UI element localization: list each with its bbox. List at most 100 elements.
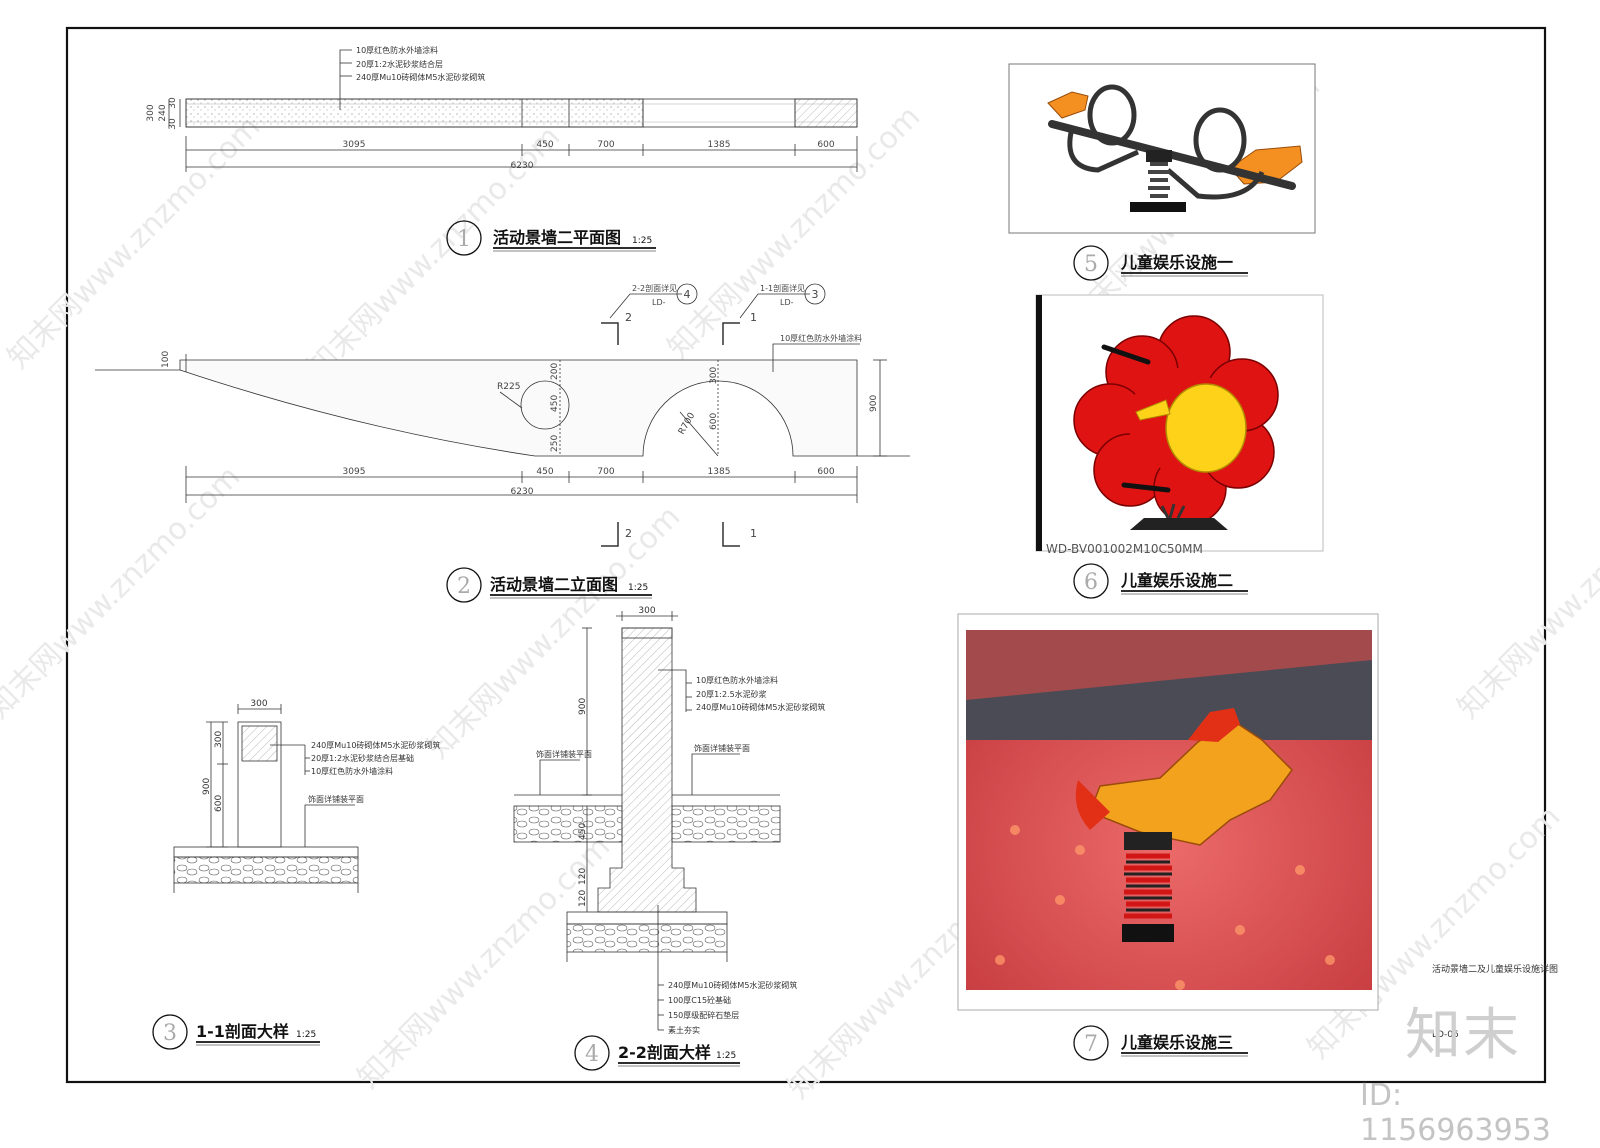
elevation-ref-2-mark-top: 2 [625, 311, 632, 324]
watermark-3: 知末网www.znzmo.com [661, 99, 927, 365]
section-2-note-top-2: 20厚1:2.5水泥砂浆 [696, 689, 767, 699]
elevation-ref-1-circle: 3 [812, 288, 819, 301]
title-7-num: 7 [1084, 1032, 1098, 1057]
section-1-drawing [173, 704, 359, 893]
plan-wall-hatched-b [794, 98, 858, 128]
watermark-10: 知末网www.znzmo.com [1451, 459, 1600, 725]
plan-drawing [168, 49, 858, 172]
title-3: 3 1-1剖面大样 1:25 [152, 1014, 320, 1050]
elevation-left-h: 100 [161, 351, 171, 368]
section-2-gravel-left [513, 805, 623, 843]
section-2-footing-dim-3: 120 [578, 890, 588, 907]
elevation-labels: 2-2剖面详见 LD- 4 2 2 1-1剖面详见 LD- 3 1 1 10厚红… [161, 283, 879, 540]
plan-notes: 10厚红色防水外墙涂料 20厚1:2水泥砂浆结合层 240厚Mu10砖砌体M5水… [356, 45, 485, 82]
elevation-finish-note: 10厚红色防水外墙涂料 [780, 333, 862, 343]
title-1-num: 1 [457, 227, 471, 252]
title-6-text: 儿童娱乐设施二 [1120, 571, 1233, 590]
section-2-top-dim: 300 [638, 606, 655, 616]
title-5-num: 5 [1084, 252, 1098, 277]
elevation-ref-1-mark-bottom: 1 [750, 527, 757, 540]
photo-spring-horse [957, 613, 1379, 1011]
title-3-circle [152, 1014, 188, 1050]
section-1-labels: 300 300 600 900 240厚Mu10砖砌体M5水泥砂浆砌筑 20厚1… [202, 699, 440, 812]
section-1-note-3: 10厚红色防水外墙涂料 [311, 766, 393, 776]
section-2-height-dim: 900 [578, 698, 588, 715]
section-2-footing-dim-2: 120 [578, 868, 588, 885]
title-1-circle [446, 220, 482, 256]
sheet-frame [65, 26, 1547, 1084]
elevation-dim-4: 1385 [708, 467, 731, 477]
section-1-dim-2: 600 [214, 795, 224, 812]
title-4-num: 4 [585, 1042, 599, 1067]
watermark-5: 知末网www.znzmo.com [0, 459, 247, 725]
section-2-note-bottom-3: 150厚级配碎石垫层 [668, 1010, 739, 1020]
title-7-circle [1073, 1025, 1109, 1061]
elevation-r700: R700 [677, 411, 698, 437]
plan-dim-total: 6230 [511, 161, 534, 171]
section-1-dim-1: 300 [214, 731, 224, 748]
elevation-dim-1: 3095 [343, 467, 366, 477]
title-3-scale: 1:25 [296, 1030, 316, 1040]
title-2: 2 活动景墙二立面图 1:25 [446, 567, 652, 603]
elevation-ref-2-mark-bottom: 2 [625, 527, 632, 540]
elevation-circle-dim-2: 450 [550, 395, 560, 412]
elevation-r225: R225 [497, 382, 520, 392]
section-2-paving-right: 饰面详铺装平面 [694, 743, 750, 753]
photo-seesaw [1008, 63, 1316, 234]
title-5-circle [1073, 245, 1109, 281]
title-1-text: 活动景墙二平面图 [493, 228, 621, 247]
plan-dim-4: 1385 [708, 140, 731, 150]
title-1-scale: 1:25 [632, 236, 652, 246]
section-2-note-bottom-1: 240厚Mu10砖砌体M5水泥砂浆砌筑 [668, 980, 797, 990]
elevation-arch-dim-1: 300 [709, 367, 719, 384]
section-2-paving-left: 饰面详铺装平面 [536, 749, 592, 759]
asset-id: ID: 1156963953 [1360, 1078, 1551, 1148]
plan-dimensions: 3095 450 700 1385 600 6230 300 240 30 30 [146, 97, 835, 171]
elevation-ref-2-text: 2-2剖面详见 [632, 283, 677, 293]
section-2-footing-gravel [566, 923, 728, 953]
title-7: 7 儿童娱乐设施三 [1073, 1025, 1248, 1061]
title-2-scale: 1:25 [628, 583, 648, 593]
elevation-dim-3: 700 [597, 467, 614, 477]
section-1-coping [241, 725, 278, 762]
elevation-ref-1-sheet: LD- [780, 298, 794, 307]
elevation-circle-dim-1: 200 [550, 363, 560, 380]
title-3-text: 1-1剖面大样 [196, 1022, 289, 1041]
elevation-ref-1-mark-top: 1 [750, 311, 757, 324]
title-5-text: 儿童娱乐设施一 [1120, 253, 1233, 272]
plan-dim-3: 700 [597, 140, 614, 150]
sheet-name: 活动景墙二及儿童娱乐设施详图 [1432, 965, 1559, 975]
section-2-note-bottom-4: 素土夯实 [668, 1025, 700, 1035]
brand-logo: 知末 [1405, 1003, 1521, 1068]
plan-dim-1: 3095 [343, 140, 366, 150]
title-3-num: 3 [163, 1021, 177, 1046]
section-1-top-dim: 300 [250, 699, 267, 709]
section-2-footing [566, 911, 728, 925]
section-1-gravel [173, 856, 359, 884]
title-4-circle [574, 1035, 610, 1071]
section-2-coping [621, 627, 673, 639]
elevation-dim-total: 6230 [511, 487, 534, 497]
title-2-circle [446, 567, 482, 603]
section-2-note-bottom-2: 100厚C15砼基础 [668, 995, 731, 1005]
photo-6-caption: WD-BV001002M10C50MM [1046, 542, 1203, 556]
plan-dim-left-1: 300 [146, 104, 156, 121]
section-1-dim-3: 900 [202, 778, 212, 795]
section-1-ground [173, 846, 359, 858]
elevation-dim-2: 450 [536, 467, 553, 477]
title-4: 4 2-2剖面大样 1:25 [574, 1035, 740, 1071]
title-6-num: 6 [1084, 570, 1098, 595]
section-2-gravel-right [671, 805, 781, 843]
plan-note-2: 20厚1:2水泥砂浆结合层 [356, 59, 443, 69]
title-4-scale: 1:25 [716, 1051, 736, 1061]
elevation-wall-outline [179, 359, 858, 457]
watermark-2: 知末网www.znzmo.com [301, 119, 567, 385]
elevation-ref-2-circle: 4 [684, 288, 691, 301]
sheet-number: LD-06 [1432, 1030, 1459, 1040]
title-1: 1 活动景墙二平面图 1:25 [446, 220, 656, 256]
plan-note-3: 240厚Mu10砖砌体M5水泥砂浆砌筑 [356, 72, 485, 82]
photo-flower-rocker: WD-BV001002M10C50MM [1035, 294, 1324, 556]
section-2-note-top-1: 10厚红色防水外墙涂料 [696, 675, 778, 685]
plan-note-1: 10厚红色防水外墙涂料 [356, 45, 438, 55]
